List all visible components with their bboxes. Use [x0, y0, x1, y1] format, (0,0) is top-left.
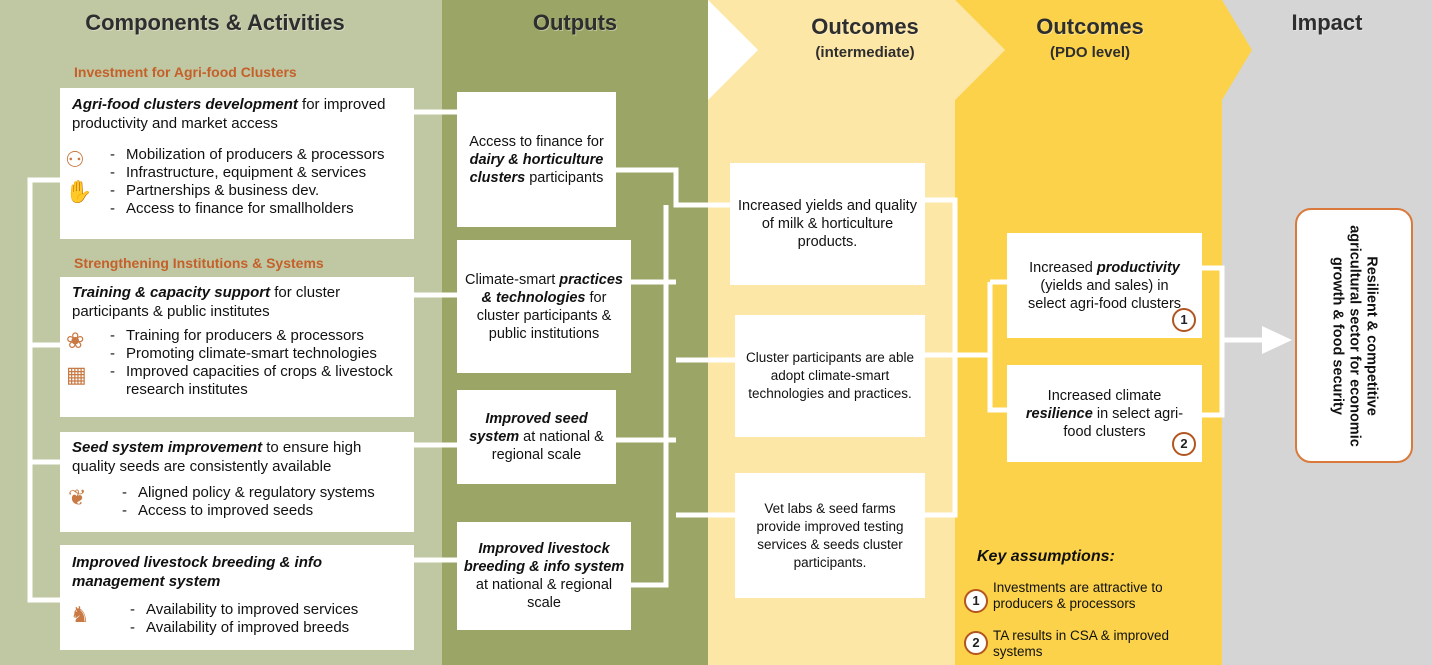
connector-pdo-left — [987, 282, 1007, 413]
bullet-item: Access to finance for smallholders — [110, 200, 408, 218]
output-pre: Climate-smart — [465, 271, 560, 288]
section-heading-investment: Investment for Agri-food Clusters — [74, 64, 297, 80]
bullet-item: Mobilization of producers & processors — [110, 146, 408, 164]
bullet-item: Aligned policy & regulatory systems — [122, 484, 410, 502]
classroom-icon: ▦ — [66, 362, 87, 387]
output-post: participants — [525, 169, 604, 186]
assumption-badge-2: 2 — [1172, 432, 1196, 456]
bullet-item: Promoting climate-smart technologies — [110, 345, 408, 363]
pdo-outcome-resilience: Increased climate resilience in select a… — [1007, 365, 1202, 462]
component-card-title: Seed system improvement to ensure high q… — [72, 438, 407, 476]
component-bullet-list: Training for producers & processors Prom… — [110, 327, 408, 399]
assumption-number-1: 1 — [964, 589, 988, 613]
pdo-text: Increased productivity (yields and sales… — [1025, 259, 1185, 313]
output-text: Climate-smart practices & technologies f… — [463, 271, 625, 343]
bullet-item: Partnerships & business dev. — [110, 182, 408, 200]
intermediate-outcome-yields: Increased yields and quality of milk & h… — [730, 163, 925, 285]
component-card-agri-food-clusters: Agri-food clusters development for impro… — [60, 88, 414, 239]
component-card-livestock-breeding: Improved livestock breeding & info manag… — [60, 545, 414, 650]
output-post: for cluster participants & public instit… — [476, 289, 612, 342]
output-bold: dairy & horticulture clusters — [469, 151, 604, 186]
pdo-text: Increased climate resilience in select a… — [1025, 387, 1185, 441]
intermediate-outcome-adoption: Cluster participants are able adopt clim… — [735, 315, 925, 437]
column-subtitle-pdo: (PDO level) — [1049, 44, 1131, 61]
component-card-title: Training & capacity support for cluster … — [72, 283, 402, 321]
pdo-post: (yields and sales) in select agri-food c… — [1027, 277, 1182, 312]
output-box-seed-system: Improved seed system at national & regio… — [457, 390, 616, 484]
bullet-item: Access to improved seeds — [122, 502, 410, 520]
output-post: at national & regional scale — [475, 577, 613, 611]
components-bracket-line — [27, 177, 60, 603]
column-title-impact: Impact — [1291, 10, 1363, 35]
component-card-training-capacity: Training & capacity support for cluster … — [60, 277, 414, 417]
pdo-outcome-productivity: Increased productivity (yields and sales… — [1007, 233, 1202, 338]
bullet-item: Availability to improved services — [130, 601, 410, 619]
bullet-item: Availability of improved breeds — [130, 619, 410, 637]
output-box-finance: Access to finance for dairy & horticultu… — [457, 92, 616, 227]
assumption-text-2: TA results in CSA & improved systems — [993, 628, 1170, 659]
pdo-pre: Increased climate — [1047, 387, 1162, 404]
output-bold: Improved seed system — [469, 411, 588, 445]
component-title-rest: for improved productivity and market acc… — [72, 96, 386, 132]
component-bullet-list: Availability to improved services Availa… — [130, 601, 410, 637]
assumption-number-2: 2 — [964, 631, 988, 655]
assumption-badge-1: 1 — [1172, 308, 1196, 332]
bullet-item: Training for producers & processors — [110, 327, 408, 345]
component-title-bold: Improved livestock breeding & info manag… — [72, 554, 323, 590]
output-text: Improved seed system at national & regio… — [463, 410, 610, 464]
component-bullet-list: Aligned policy & regulatory systems Acce… — [122, 484, 410, 520]
assumption-text-1: Investments are attractive to producers … — [993, 580, 1163, 611]
output-text: Access to finance for dairy & horticultu… — [463, 133, 610, 187]
intermediate-outcome-services: Vet labs & seed farms provide improved t… — [735, 473, 925, 598]
output-box-livestock-system: Improved livestock breeding & info syste… — [457, 522, 631, 630]
column-title-pdo: Outcomes — [1036, 14, 1144, 39]
impact-arrowhead — [1262, 326, 1292, 354]
output-pre: Access to finance for — [469, 133, 604, 150]
component-card-seed-system: Seed system improvement to ensure high q… — [60, 432, 414, 532]
pdo-pre: Increased — [1029, 259, 1097, 276]
component-title-rest: to ensure high quality seeds are consist… — [72, 439, 362, 475]
connector-o1-bus — [616, 167, 730, 208]
bullet-item: Improved capacities of crops & livestock… — [110, 363, 408, 399]
pdo-post: in select agri-food clusters — [1063, 405, 1184, 440]
component-title-bold: Agri-food clusters development — [72, 96, 298, 113]
impact-box: Resilient & competitive agricultural sec… — [1295, 208, 1413, 463]
column-title-outputs: Outputs — [532, 10, 618, 35]
output-bold: practices & technologies — [481, 271, 623, 306]
column-subtitle-intermediate: (intermediate) — [815, 44, 915, 61]
output-post: at national & regional scale — [491, 429, 604, 463]
component-title-bold: Training & capacity support — [72, 284, 271, 301]
pdo-bold: productivity — [1096, 259, 1180, 276]
component-title-bold: Seed system improvement — [72, 439, 263, 456]
section-heading-institutions: Strengthening Institutions & Systems — [74, 255, 324, 271]
component-card-title: Agri-food clusters development for impro… — [72, 95, 402, 133]
component-title-rest: for cluster participants & public instit… — [72, 284, 341, 320]
column-title-components: Components & Activities — [85, 10, 345, 35]
column-title-intermediate: Outcomes — [811, 14, 919, 39]
pdo-bold: resilience — [1025, 405, 1093, 422]
output-text: Improved livestock breeding & info syste… — [463, 540, 625, 612]
money-hand-icon: ✋ — [65, 179, 93, 204]
impact-text: Resilient & competitive agricultural sec… — [1329, 224, 1380, 447]
livestock-icon: ♞ — [70, 602, 90, 627]
component-bullet-list: Mobilization of producers & processors I… — [110, 146, 408, 218]
leaf-gear-icon: ❀ — [66, 328, 85, 353]
people-meeting-icon: ⚇ — [65, 147, 85, 172]
bullet-item: Infrastructure, equipment & services — [110, 164, 408, 182]
connector-pdo-right — [1202, 265, 1225, 418]
key-assumptions-title: Key assumptions: — [977, 548, 1115, 565]
seed-sprout-icon: ❦ — [68, 485, 87, 510]
output-bold: Improved livestock breeding & info syste… — [463, 541, 625, 575]
connector-o4-bus — [616, 205, 669, 588]
output-box-climate-smart: Climate-smart practices & technologies f… — [457, 240, 631, 373]
component-card-title: Improved livestock breeding & info manag… — [72, 553, 402, 591]
